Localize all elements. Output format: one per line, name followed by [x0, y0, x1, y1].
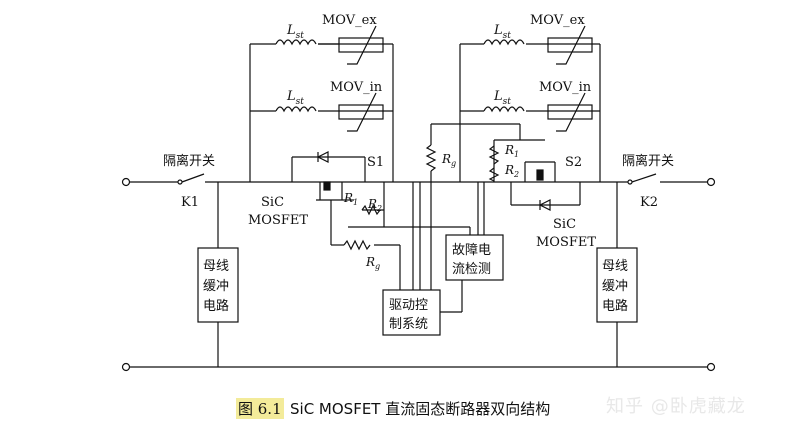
svg-text:Lst: Lst — [493, 23, 511, 41]
svg-text:R1: R1 — [504, 143, 519, 159]
bus-buffer-right-line1: 母线 — [602, 259, 628, 274]
terminal-bottom-right — [706, 362, 716, 372]
fault-detect-line1: 故障电 — [452, 243, 491, 258]
s2-body — [536, 169, 544, 181]
rg-right-label: R — [441, 152, 451, 166]
lst-prime-left-label: L — [286, 89, 296, 104]
terminal-top-left — [121, 177, 131, 187]
mov-ex-right — [547, 37, 593, 53]
svg-text:R2: R2 — [367, 197, 382, 213]
mov-ex-left — [338, 37, 384, 53]
r1-left-label: R — [343, 191, 353, 205]
svg-text:Rg: Rg — [365, 255, 380, 271]
svg-text:Lst: Lst — [286, 89, 304, 107]
k1-label: K1 — [181, 195, 199, 210]
rg-right — [425, 144, 437, 172]
r1-right-label: R — [504, 143, 514, 157]
bus-buffer-left-line3: 电路 — [203, 298, 229, 314]
k2-blade — [631, 173, 657, 183]
s2-body-diode — [538, 199, 551, 211]
fault-detection-box — [445, 234, 504, 281]
lst-prime-right-label: L — [493, 89, 503, 104]
inductor-lst-right — [483, 39, 525, 46]
lst-left-label: L — [286, 23, 296, 38]
bus-buffer-left-line1: 母线 — [203, 259, 229, 274]
svg-text:Lst: Lst — [493, 89, 511, 107]
k2-label: K2 — [640, 195, 658, 210]
k1-contact — [177, 179, 183, 185]
terminal-bottom-left — [121, 362, 131, 372]
mosfet-left-label: MOSFET — [248, 213, 308, 228]
s1-body-diode — [316, 151, 329, 163]
isolation-switch-left-label: 隔离开关 — [163, 153, 215, 169]
inductor-lst-prime-right — [483, 106, 525, 113]
circuit-svg: Lst MOV_ex Lst MOV_in Lst MOV_ex Lst MOV… — [121, 13, 716, 372]
bus-buffer-left — [197, 247, 239, 323]
figure-caption: 图 6.1 SiC MOSFET 直流固态断路器双向结构 — [0, 398, 792, 422]
k2-contact — [627, 179, 633, 185]
s2-label: S2 — [565, 155, 582, 170]
figure-title: SiC MOSFET 直流固态断路器双向结构 — [290, 400, 551, 418]
rg-left — [343, 239, 371, 251]
r1-right — [488, 145, 500, 165]
svg-text:Rg: Rg — [441, 152, 456, 168]
s1-label: S1 — [367, 155, 384, 170]
mov-in-left — [338, 104, 384, 120]
fault-detect-line2: 流检测 — [452, 262, 491, 277]
k1-blade — [181, 173, 205, 183]
mov-in-right — [547, 104, 593, 120]
drive-control-line1: 驱动控 — [389, 298, 428, 313]
drive-control-line2: 制系统 — [389, 317, 428, 332]
watermark: 知乎 @卧虎藏龙 — [606, 396, 746, 417]
mov-in-right-label: MOV_in — [539, 80, 592, 95]
inductor-lst-prime-left — [275, 106, 317, 113]
svg-text:Lst: Lst — [286, 23, 304, 41]
rg-left-label: R — [365, 255, 375, 269]
bus-buffer-left-line2: 缓冲 — [203, 279, 229, 294]
terminal-top-right — [706, 177, 716, 187]
r2-right-label: R — [504, 163, 514, 177]
bus-buffer-right-line2: 缓冲 — [602, 279, 628, 294]
mosfet-right-label: MOSFET — [536, 235, 596, 250]
sic-right-label: SiC — [553, 217, 576, 232]
svg-text:R1: R1 — [343, 191, 358, 207]
bus-buffer-right-line3: 电路 — [602, 298, 628, 314]
isolation-switch-right-label: 隔离开关 — [622, 153, 674, 169]
mov-ex-right-label: MOV_ex — [530, 13, 585, 28]
svg-text:R2: R2 — [504, 163, 519, 179]
sic-left-label: SiC — [261, 195, 284, 210]
mov-ex-left-label: MOV_ex — [322, 13, 377, 28]
r2-left-label: R — [367, 197, 377, 211]
lst-right-label: L — [493, 23, 503, 38]
r2-right — [488, 167, 500, 182]
bus-buffer-right — [596, 247, 638, 323]
figure-number: 图 6.1 — [236, 398, 284, 419]
r2-left — [361, 204, 381, 216]
inductor-lst-left — [275, 39, 317, 46]
mov-in-left-label: MOV_in — [330, 80, 383, 95]
